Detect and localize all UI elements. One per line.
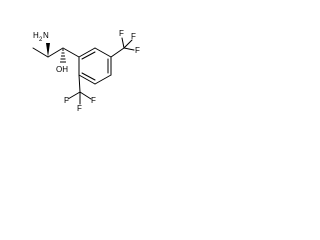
cf3-para-bond-f2 <box>123 39 133 49</box>
cf3-para-f3: F <box>135 46 140 55</box>
cf3-para-f1: F <box>119 29 124 38</box>
amine-carbon-to-methyl-bond <box>32 47 49 58</box>
carbinol-to-amine-carbon-bond <box>47 47 64 58</box>
cf3-para-bond-f3 <box>123 47 135 51</box>
ring-to-cf3-ortho-bond <box>78 74 81 93</box>
cf3-para-group <box>110 37 135 58</box>
cf3-para-bond-f1 <box>121 37 125 49</box>
cf3-ortho-bond-f3 <box>79 91 92 100</box>
ring-bond-5 <box>78 74 96 85</box>
ring-double-bond-1 <box>81 51 96 60</box>
ring-double-bond-3 <box>81 72 96 81</box>
molecule-structure: H 2 N OH F F F F F F <box>32 29 140 113</box>
ring-bond-4 <box>94 74 112 85</box>
ring-bond-2 <box>94 47 112 58</box>
cf3-para-f2: F <box>131 32 136 41</box>
cf3-ortho-f2: F <box>77 104 82 113</box>
amine-h-subscript: 2 <box>39 37 43 43</box>
amine-n-label: N <box>43 31 49 40</box>
cf3-ortho-bond-f1 <box>67 91 81 100</box>
amine-wedge-bond <box>46 43 50 57</box>
cf3-ortho-group <box>67 74 92 105</box>
amine-h-label: H <box>33 31 39 40</box>
cf3-ortho-f3: F <box>91 96 96 105</box>
cf3-ortho-f1: F <box>64 96 69 105</box>
ring-bond-1 <box>78 47 96 58</box>
hydroxyl-hash-bond <box>60 49 66 63</box>
benzene-ring <box>78 47 112 85</box>
hydroxyl-label: OH <box>56 65 68 74</box>
side-chain <box>32 43 80 63</box>
ring-to-carbinol-bond <box>62 47 80 58</box>
ring-to-cf3-para-bond <box>110 47 125 58</box>
